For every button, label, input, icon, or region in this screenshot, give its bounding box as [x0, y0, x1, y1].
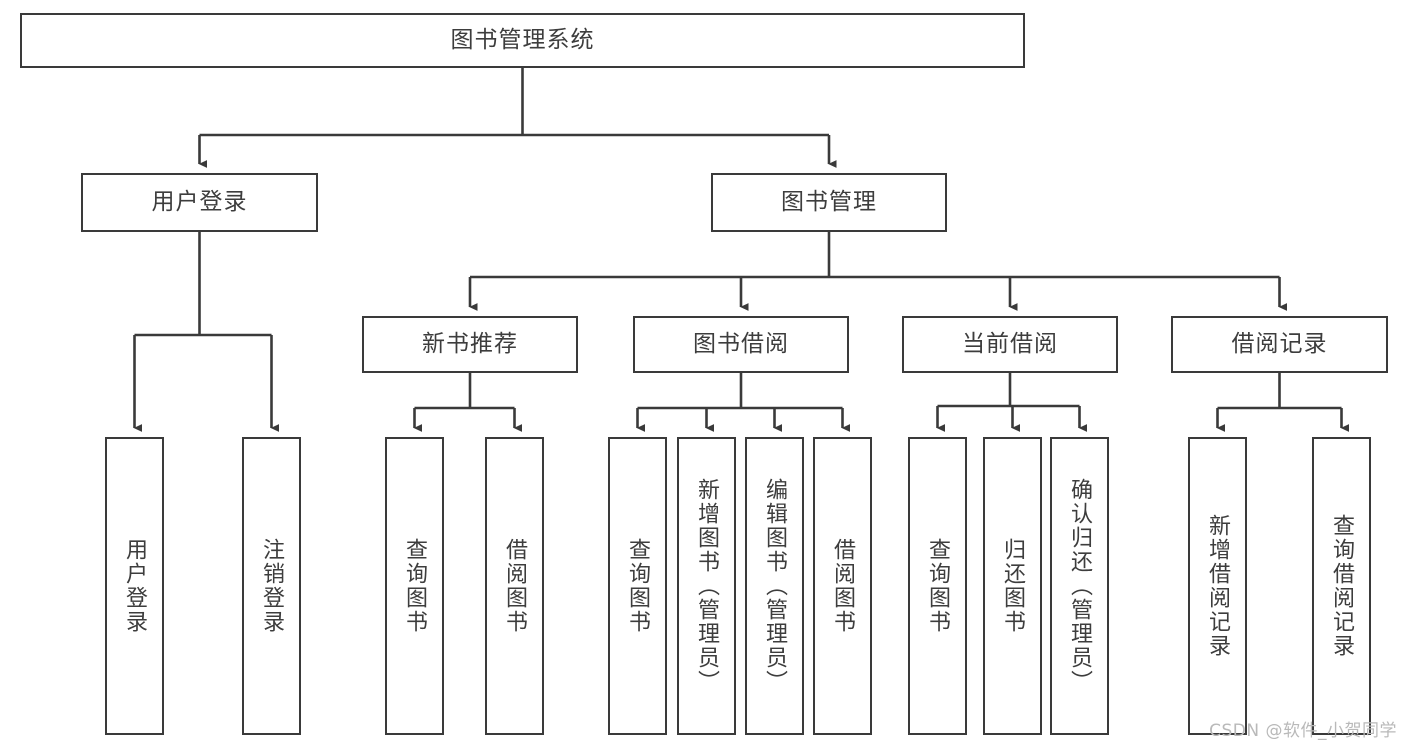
node-leaf-13[interactable]: 查询借阅记录: [1312, 437, 1371, 735]
node-label: 借阅记录: [1231, 330, 1328, 357]
node-leaf-4[interactable]: 借阅图书: [485, 437, 544, 735]
node-label: 新书推荐: [422, 330, 518, 357]
node-leaf-12[interactable]: 新增借阅记录: [1188, 437, 1247, 735]
node-leaf-11[interactable]: 确认归还（管理员）: [1050, 437, 1109, 735]
node-leaf-5[interactable]: 查询图书: [608, 437, 667, 735]
node-root[interactable]: 图书管理系统: [20, 13, 1025, 68]
node-current[interactable]: 当前借阅: [902, 316, 1118, 373]
node-bookmgmt[interactable]: 图书管理: [711, 173, 947, 232]
node-label: 查询借阅记录: [1329, 514, 1355, 658]
node-label: 确认归还（管理员）: [1067, 478, 1093, 694]
node-label: 用户登录: [122, 538, 148, 634]
node-label: 查询图书: [402, 538, 428, 634]
node-borrow[interactable]: 图书借阅: [633, 316, 849, 373]
node-label: 编辑图书（管理员）: [762, 478, 788, 694]
node-label: 图书管理: [781, 188, 877, 215]
node-label: 归还图书: [1000, 538, 1026, 634]
node-record[interactable]: 借阅记录: [1171, 316, 1388, 373]
node-leaf-1[interactable]: 用户登录: [105, 437, 164, 735]
node-label: 借阅图书: [830, 538, 856, 634]
node-label: 新增借阅记录: [1205, 514, 1231, 658]
node-newbook[interactable]: 新书推荐: [362, 316, 578, 373]
node-leaf-2[interactable]: 注销登录: [242, 437, 301, 735]
node-leaf-10[interactable]: 归还图书: [983, 437, 1042, 735]
node-leaf-6[interactable]: 新增图书（管理员）: [677, 437, 736, 735]
node-label: 用户登录: [151, 188, 248, 215]
node-label: 借阅图书: [502, 538, 528, 634]
node-leaf-7[interactable]: 编辑图书（管理员）: [745, 437, 804, 735]
node-label: 新增图书（管理员）: [694, 478, 720, 694]
watermark-credit: CSDN @软件_小贺同学: [1209, 721, 1397, 741]
node-leaf-8[interactable]: 借阅图书: [813, 437, 872, 735]
node-label: 查询图书: [625, 538, 651, 634]
node-leaf-3[interactable]: 查询图书: [385, 437, 444, 735]
node-label: 查询图书: [925, 538, 951, 634]
node-label: 图书管理系统: [450, 26, 595, 53]
node-label: 当前借阅: [962, 330, 1058, 357]
node-label: 注销登录: [259, 538, 285, 634]
node-login[interactable]: 用户登录: [81, 173, 318, 232]
node-label: 图书借阅: [693, 330, 789, 357]
node-leaf-9[interactable]: 查询图书: [908, 437, 967, 735]
